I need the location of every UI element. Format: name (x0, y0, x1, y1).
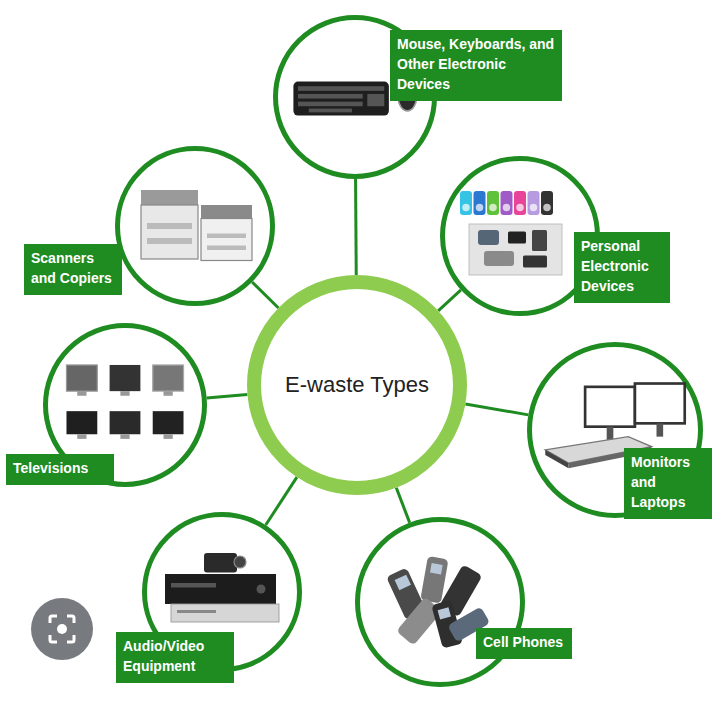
personal-devices-illustration (445, 161, 595, 311)
scanners-copiers-illustration (120, 151, 270, 301)
category-label: Cell Phones (476, 628, 572, 659)
connector-line (355, 179, 357, 275)
lens-icon (30, 597, 94, 661)
connector-stroke (207, 394, 248, 398)
connector-line (266, 477, 297, 525)
category-label: Mouse, Keyboards, and Other Electronic D… (390, 30, 562, 101)
connector-line (465, 404, 528, 415)
category-label: Scanners and Copiers (24, 244, 122, 295)
category-label: Personal Electronic Devices (574, 232, 670, 303)
connector-line (438, 290, 461, 311)
connector-stroke (465, 404, 528, 415)
category-circle: Personal Electronic Devices (440, 156, 600, 316)
category-circle: Televisions (43, 323, 207, 487)
category-circle: Audio/Video Equipment (142, 512, 302, 672)
category-circle: Cell Phones (355, 517, 525, 687)
center-title: E-waste Types (285, 372, 429, 398)
connector-line (252, 282, 278, 308)
center-circle: E-waste Types (247, 275, 467, 495)
category-circle: Monitors and Laptops (527, 342, 703, 518)
category-label: Monitors and Laptops (624, 448, 712, 519)
connector-line (207, 394, 248, 398)
connector-stroke (396, 488, 409, 523)
category-label: Audio/Video Equipment (116, 632, 234, 683)
category-circle: Mouse, Keyboards, and Other Electronic D… (273, 15, 437, 179)
connector-stroke (438, 290, 461, 311)
category-label: Televisions (6, 454, 114, 485)
connector-stroke (354, 179, 358, 275)
connector-stroke (266, 477, 297, 525)
category-circle: Scanners and Copiers (115, 146, 275, 306)
connector-line (396, 488, 409, 523)
connector-stroke (252, 282, 278, 308)
